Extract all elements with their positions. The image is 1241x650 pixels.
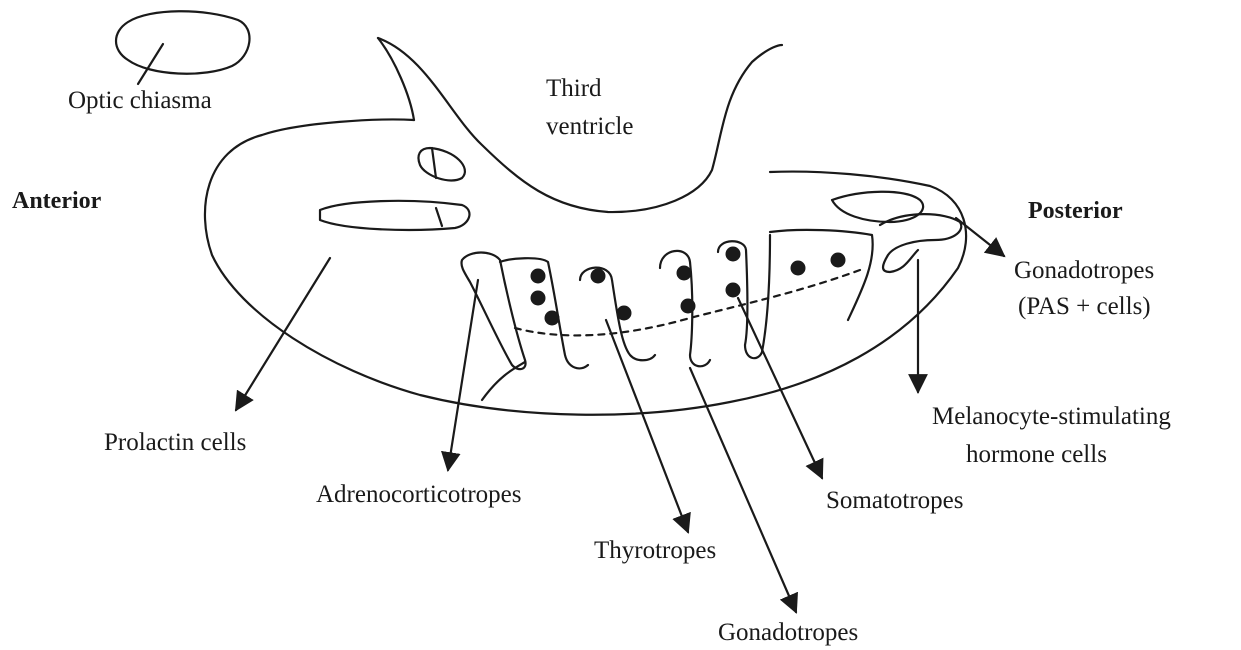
somatotropes-label: Somatotropes (826, 486, 964, 516)
cell-dot (726, 283, 741, 298)
fold-connector-left (482, 362, 525, 400)
cell-dot (531, 269, 546, 284)
fold-6 (770, 230, 873, 320)
third-ventricle-label-line2: ventricle (546, 112, 633, 142)
gonadotropes-label: Gonadotropes (718, 618, 858, 648)
cleft-upper (418, 148, 464, 180)
msh-label-line2: hormone cells (966, 440, 1107, 470)
somatotropes-pointer (738, 298, 822, 478)
cell-dot (681, 299, 696, 314)
cell-dot (531, 291, 546, 306)
ventricle-right-wall (378, 38, 414, 120)
msh-label-line1: Melanocyte-stimulating (932, 402, 1171, 432)
cell-dot (726, 247, 741, 262)
cleft-middle-divider (436, 208, 442, 226)
optic-chiasma-shape (116, 11, 249, 73)
prolactin-label: Prolactin cells (104, 428, 246, 458)
posterior-recess-upper (832, 192, 923, 222)
prolactin-pointer (236, 258, 330, 410)
gonadotropes-pointer (690, 368, 796, 612)
adrenocorticotropes-pointer (448, 280, 478, 470)
cell-dot (677, 266, 692, 281)
thyrotropes-label: Thyrotropes (594, 536, 716, 566)
optic-chiasma-pointer (138, 44, 163, 84)
cell-dot (591, 269, 606, 284)
gonadotropes-pas-label-line1: Gonadotropes (1014, 256, 1154, 286)
adrenocorticotropes-label: Adrenocorticotropes (316, 480, 521, 510)
third-ventricle-label-line1: Third (546, 74, 602, 104)
optic-chiasma-label: Optic chiasma (68, 86, 212, 116)
cell-dot (545, 311, 560, 326)
anterior-label: Anterior (12, 186, 101, 216)
thyrotropes-pointer (606, 320, 688, 532)
gonadotropes-pas-pointer (956, 218, 1004, 256)
cell-dot (831, 253, 846, 268)
cell-dot (791, 261, 806, 276)
posterior-label: Posterior (1028, 196, 1123, 226)
gonadotropes-pas-label-line2: (PAS + cells) (1018, 292, 1151, 322)
anterior-lobe-outline (205, 120, 966, 415)
cleft-middle (320, 201, 469, 230)
cleft-stalk (432, 148, 436, 178)
fold-1 (461, 253, 525, 370)
cell-dot (617, 306, 632, 321)
